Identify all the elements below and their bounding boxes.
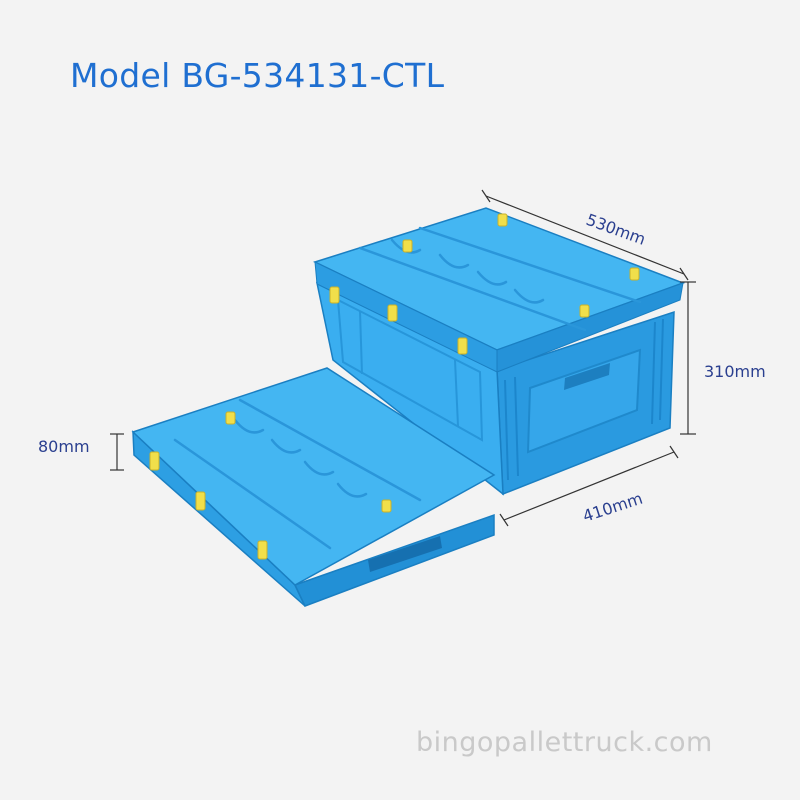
folded-crate-top (131, 367, 496, 586)
width-label: 410mm (580, 489, 645, 526)
unfolded-crate (312, 207, 686, 496)
folded-crate (131, 367, 496, 607)
model-title: Model BG-534131-CTL (70, 56, 445, 95)
folded-height-label: 80mm (38, 437, 90, 456)
length-label: 530mm (584, 210, 648, 249)
watermark: bingopallettruck.com (416, 727, 713, 758)
height-label: 310mm (704, 362, 766, 381)
dimension-lines (110, 189, 696, 527)
